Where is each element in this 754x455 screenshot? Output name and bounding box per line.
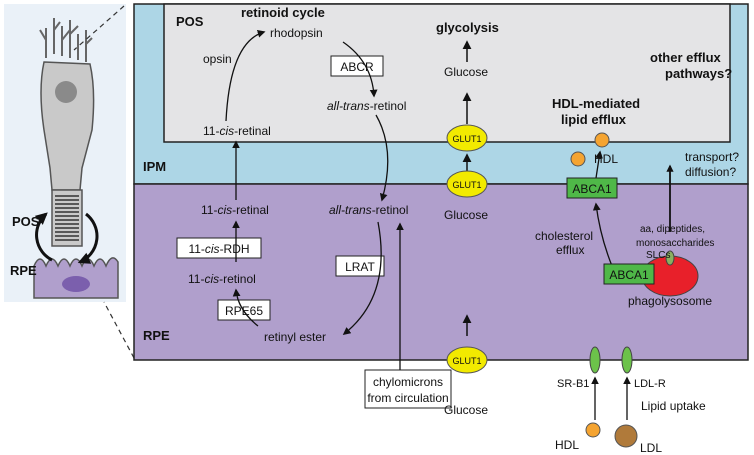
all-trans-retinol-pos-label: all-trans-retinol: [327, 99, 406, 113]
cell-label-rpe: RPE: [10, 263, 37, 278]
opsin-label: opsin: [203, 52, 232, 66]
cis-rdh-box: 11-cis-RDH: [176, 237, 262, 259]
glut1-transporter-rpe-basal: GLUT1: [446, 346, 488, 374]
ldlr-receptor: [621, 346, 633, 374]
svg-text:ABCR: ABCR: [340, 60, 374, 74]
aa-dipeptides-label-1: aa, dipeptides,: [640, 224, 705, 235]
glycolysis-title: glycolysis: [436, 20, 499, 35]
zoom-line-top: [73, 5, 125, 51]
outer-segment: [51, 189, 83, 247]
photoreceptor-dendrites: [39, 18, 93, 62]
ldl-particle-uptake: [614, 424, 638, 448]
rpe-nucleus: [62, 276, 90, 292]
all-trans-retinol-rpe-label: all-trans-retinol: [329, 203, 408, 217]
abca1-apical: ABCA1: [566, 177, 618, 199]
svg-text:GLUT1: GLUT1: [452, 356, 481, 366]
hdl-particle-upper: [594, 132, 610, 148]
cholesterol-efflux-label-1: cholesterol: [535, 229, 593, 243]
arrow-rhodopsin-to-retinol: [342, 41, 378, 98]
pos-zone: [163, 3, 731, 143]
aa-dipeptides-label-2: monosaccharides: [636, 238, 714, 249]
lipid-uptake-label: Lipid uptake: [641, 399, 706, 413]
svg-text:ABCA1: ABCA1: [572, 182, 612, 196]
cell-label-pos: POS: [12, 214, 40, 229]
other-efflux-label-2: pathways?: [665, 66, 732, 81]
arrow-retinol-to-rpe: [375, 114, 389, 202]
cis-retinal-pos-label: 11-cis-retinal: [203, 124, 271, 138]
rpe65-box: RPE65: [217, 299, 271, 321]
srb1-label: SR-B1: [557, 378, 589, 390]
slcs-label: SLCs: [646, 250, 670, 261]
retinyl-ester-label: retinyl ester: [264, 330, 326, 344]
svg-text:GLUT1: GLUT1: [452, 180, 481, 190]
ldlr-label: LDL-R: [634, 378, 666, 390]
cycle-arrow-left: [34, 212, 53, 262]
retinoid-cycle-title: retinoid cycle: [241, 5, 325, 20]
arrow-cholesterol-efflux: [592, 202, 613, 267]
photoreceptor-nucleus: [55, 81, 77, 103]
transport-label-1: transport?: [685, 150, 739, 164]
zone-label-ipm: IPM: [143, 159, 166, 174]
svg-text:from circulation: from circulation: [367, 391, 448, 405]
hdl-efflux-title-1: HDL-mediated: [552, 96, 640, 111]
hdl-uptake-label: HDL: [555, 438, 579, 452]
cell-illustration: POS RPE: [4, 4, 126, 302]
ldl-uptake-label: LDL: [640, 441, 662, 455]
svg-text:ABCA1: ABCA1: [609, 268, 649, 282]
chylomicrons-box: chylomicrons from circulation: [364, 369, 452, 409]
zone-label-pos: POS: [176, 14, 204, 29]
svg-text:chylomicrons: chylomicrons: [373, 375, 443, 389]
zone-label-rpe: RPE: [143, 328, 170, 343]
glut1-transporter-rpe-apical: GLUT1: [446, 170, 488, 198]
other-efflux-label-1: other efflux: [650, 50, 722, 65]
outer-segment-disks: [55, 195, 79, 241]
cycle-arrow-right: [77, 212, 99, 264]
svg-text:11-cis-RDH: 11-cis-RDH: [188, 242, 249, 256]
arrow-retinal-to-rhodopsin: [225, 30, 266, 122]
svg-text:GLUT1: GLUT1: [452, 134, 481, 144]
glucose-rpe-label: Glucose: [444, 208, 488, 222]
slc-transporter: [665, 250, 675, 266]
glucose-pos-label: Glucose: [444, 65, 488, 79]
hdl-particle-lower: [570, 151, 586, 167]
abcr-box: ABCR: [330, 55, 384, 77]
abca1-basal: ABCA1: [603, 263, 655, 285]
arrow-retinol-to-ester: [342, 221, 382, 335]
rhodopsin-label: rhodopsin: [270, 26, 323, 40]
cis-retinal-rpe-label: 11-cis-retinal: [201, 203, 269, 217]
srb1-receptor: [589, 346, 601, 374]
arrow-ester-to-cis-retinol: [232, 288, 259, 327]
glucose-bottom-label: Glucose: [444, 403, 488, 417]
glut1-transporter-pos: GLUT1: [446, 124, 488, 152]
cis-retinol-label: 11-cis-retinol: [188, 272, 256, 286]
zoom-line-bottom: [103, 301, 135, 359]
cholesterol-efflux-label-2: efflux: [556, 243, 584, 257]
arrow-abca1-to-hdl: [595, 150, 603, 179]
hdl-efflux-title-2: lipid efflux: [561, 112, 627, 127]
phagolysosome-label: phagolysosome: [628, 294, 712, 308]
transport-label-2: diffusion?: [685, 165, 736, 179]
svg-text:LRAT: LRAT: [345, 260, 375, 274]
hdl-particle-uptake: [585, 422, 601, 438]
lrat-box: LRAT: [335, 255, 385, 277]
